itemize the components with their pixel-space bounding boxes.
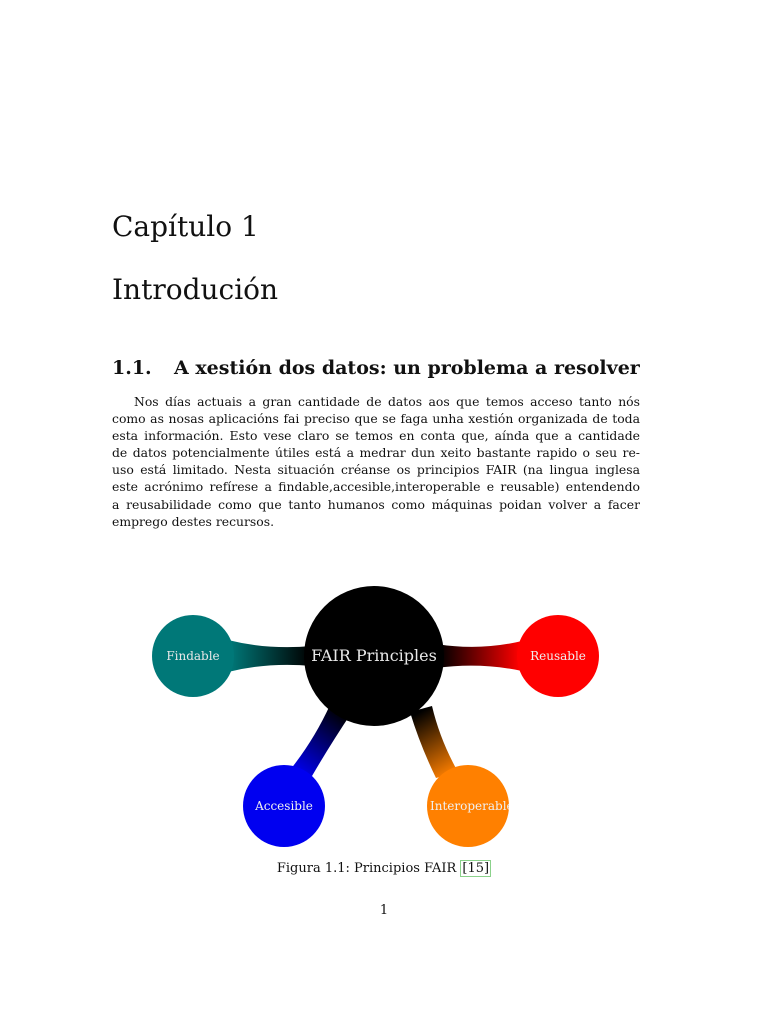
citation-link[interactable]: [15] <box>460 860 492 877</box>
node-accesible <box>243 765 325 847</box>
paragraph-line: a reusabilidade como que tanto humanos c… <box>112 496 640 512</box>
paragraph-line: emprego destes recursos. <box>112 513 275 529</box>
node-accesible-label: Accesible <box>254 799 313 813</box>
paragraph-line: esta información. Esto vese claro se tem… <box>112 428 640 444</box>
chapter-label: Capítulo 1 <box>112 210 259 243</box>
citation-number: 15 <box>467 861 485 876</box>
page-number: 1 <box>379 903 389 918</box>
center-node-label: FAIR Principles <box>311 646 437 665</box>
citation-close-bracket: ] <box>484 861 490 876</box>
paragraph-line: como as nosas aplicacións fai preciso qu… <box>112 411 640 427</box>
section-title: A xestión dos datos: un problema a resol… <box>174 357 640 379</box>
node-reusable-label: Reusable <box>530 649 586 663</box>
section-number: 1.1. <box>112 357 152 379</box>
body-paragraph: Nos días actuais a gran cantidade de dat… <box>112 393 640 530</box>
section-heading: 1.1. A xestión dos datos: un problema a r… <box>112 355 640 381</box>
node-findable-label: Findable <box>166 649 219 663</box>
node-findable <box>152 615 234 697</box>
center-node <box>304 586 444 726</box>
fair-mindmap-figure: FAIR Principles Findable Reusable Accesi… <box>152 586 599 847</box>
chapter-title: Introdución <box>112 273 279 306</box>
citation-open-bracket: [ <box>462 861 468 876</box>
paragraph-line: uso está limitado. Nesta situación créan… <box>112 462 640 478</box>
connector-accesible <box>290 705 352 776</box>
connector-reusable <box>436 641 522 671</box>
paragraph-line: Nos días actuais a gran cantidade de dat… <box>134 394 640 409</box>
node-reusable <box>517 615 599 697</box>
paragraph-line: este acrónimo refírese a findable,accesi… <box>112 479 640 495</box>
node-interoperable <box>427 765 509 847</box>
connector-interoperable <box>410 706 458 778</box>
node-interoperable-label: Interoperable <box>430 799 514 813</box>
figure-caption: Figura 1.1: Principios FAIR [15] <box>0 860 768 878</box>
paragraph-line: de datos potencialmente útiles está a me… <box>112 445 640 461</box>
caption-text: Figura 1.1: Principios FAIR <box>276 861 461 876</box>
connector-findable <box>228 640 312 672</box>
